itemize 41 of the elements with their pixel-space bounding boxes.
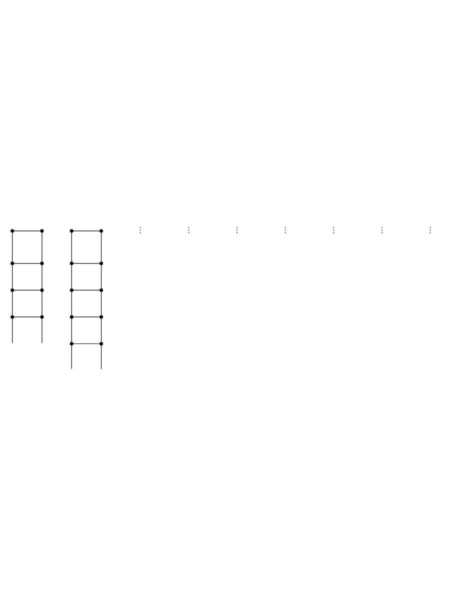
connector	[100, 318, 102, 342]
node-circle	[70, 341, 74, 346]
node-circle	[99, 288, 104, 292]
connector	[14, 230, 41, 231]
node-circle	[99, 314, 104, 318]
connector	[12, 291, 13, 316]
node-circle	[40, 261, 44, 265]
connector	[71, 291, 72, 316]
node-circle	[70, 314, 74, 318]
node-circle	[10, 314, 14, 318]
node-circle	[70, 261, 74, 265]
connector	[100, 264, 102, 288]
connector	[72, 230, 100, 231]
node-circle	[40, 314, 44, 318]
connector	[71, 344, 72, 369]
connector	[71, 318, 72, 342]
node-circle	[40, 288, 44, 292]
node-circle	[99, 341, 104, 346]
connector	[12, 318, 13, 343]
node-circle	[10, 261, 14, 265]
connector	[14, 316, 41, 317]
connector	[100, 232, 102, 262]
node-circle	[10, 228, 14, 232]
connector	[100, 291, 102, 316]
connector	[100, 344, 102, 369]
connector	[72, 316, 100, 317]
connector	[14, 289, 41, 290]
connector	[71, 264, 72, 288]
node-circle	[99, 228, 104, 232]
node-circle	[70, 228, 74, 232]
connector	[14, 262, 41, 264]
connector	[72, 289, 100, 290]
connector	[71, 232, 72, 262]
connector	[72, 342, 100, 344]
connector	[12, 232, 13, 262]
node-circle	[40, 228, 44, 232]
node-circle	[70, 288, 74, 292]
node-circle	[99, 261, 104, 265]
connector	[72, 262, 100, 264]
node-circle	[10, 288, 14, 292]
connector	[12, 264, 13, 288]
